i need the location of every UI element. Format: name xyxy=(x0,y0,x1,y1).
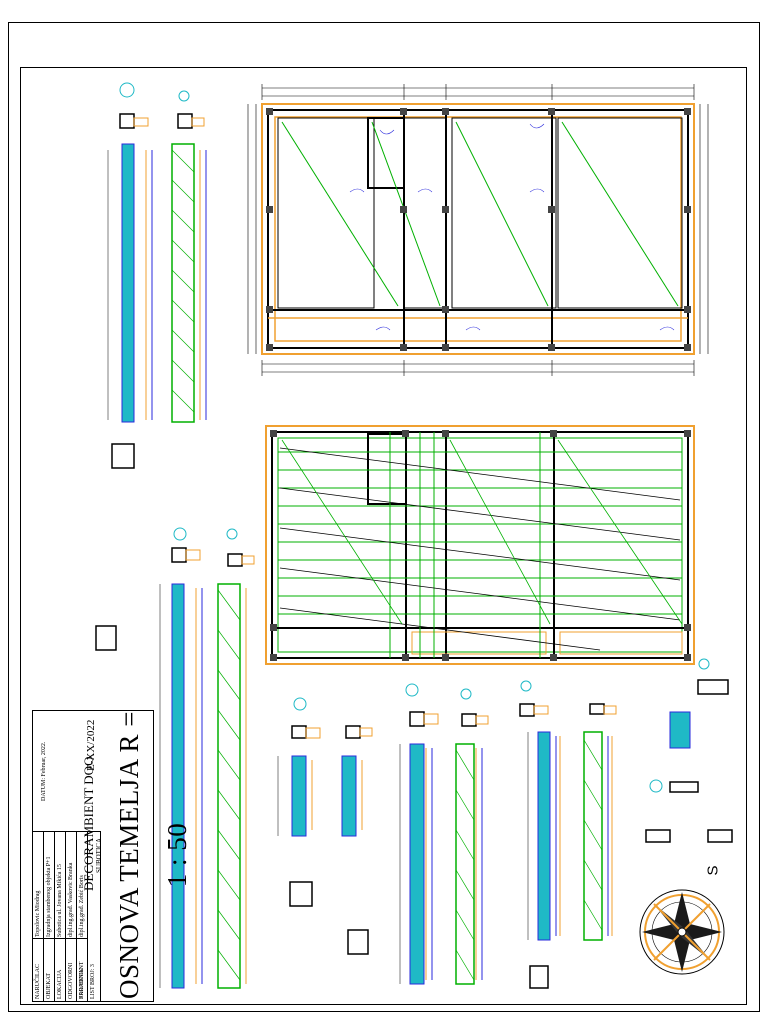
title-block-panel: NARUČILAC Topolovic Miodrag OBJEKAT Izgr… xyxy=(32,710,192,1002)
compass-north-label: S xyxy=(704,865,722,876)
project-code: E-XX/2022 xyxy=(85,719,97,771)
info-row-location: LOKACIJA Subotica ul. Jovana Mikića 15 xyxy=(55,831,66,1001)
info-label: SARADNIK xyxy=(79,967,85,999)
info-value: Izgradnja stambenog objekta P+1 xyxy=(46,856,52,937)
section-callouts xyxy=(119,82,710,793)
info-value: Subotica ul. Jovana Mikića 15 xyxy=(57,864,63,937)
title-block: NARUČILAC Topolovic Miodrag OBJEKAT Izgr… xyxy=(32,710,192,1002)
info-label: NARUČILAC xyxy=(35,963,41,999)
sheet-number: LIST BROJ: 3 xyxy=(90,964,96,999)
company-location: SUBOTICA xyxy=(95,837,103,873)
north-compass xyxy=(639,889,725,975)
info-value: Topolovic Miodrag xyxy=(35,890,41,937)
foundation-plan-top xyxy=(247,84,709,376)
drawing-frame xyxy=(20,67,747,1005)
info-row-designer: ODGOVORNI PROJEKTANT dipl.ing.građ. Vask… xyxy=(66,831,85,1001)
drawing-sheet xyxy=(8,22,760,1012)
foundation-plan-rebar xyxy=(265,425,695,665)
info-row-object: OBJEKAT Izgradnja stambenog objekta P+1 xyxy=(44,831,55,1001)
info-row-client: NARUČILAC Topolovic Miodrag xyxy=(33,831,44,1001)
info-label: LOKACIJA xyxy=(57,969,63,999)
drawing-title: OSNOVA TEMELJA R = 1 : 50 xyxy=(114,710,192,1000)
beam-elevations xyxy=(107,143,691,989)
section-connectors xyxy=(133,117,617,739)
info-value: dipl.ing.građ. Vaskovic Branka xyxy=(68,862,74,937)
drawing-date: DATUM: Februar, 2022. xyxy=(41,741,47,801)
info-label: OBJEKAT xyxy=(46,972,52,999)
